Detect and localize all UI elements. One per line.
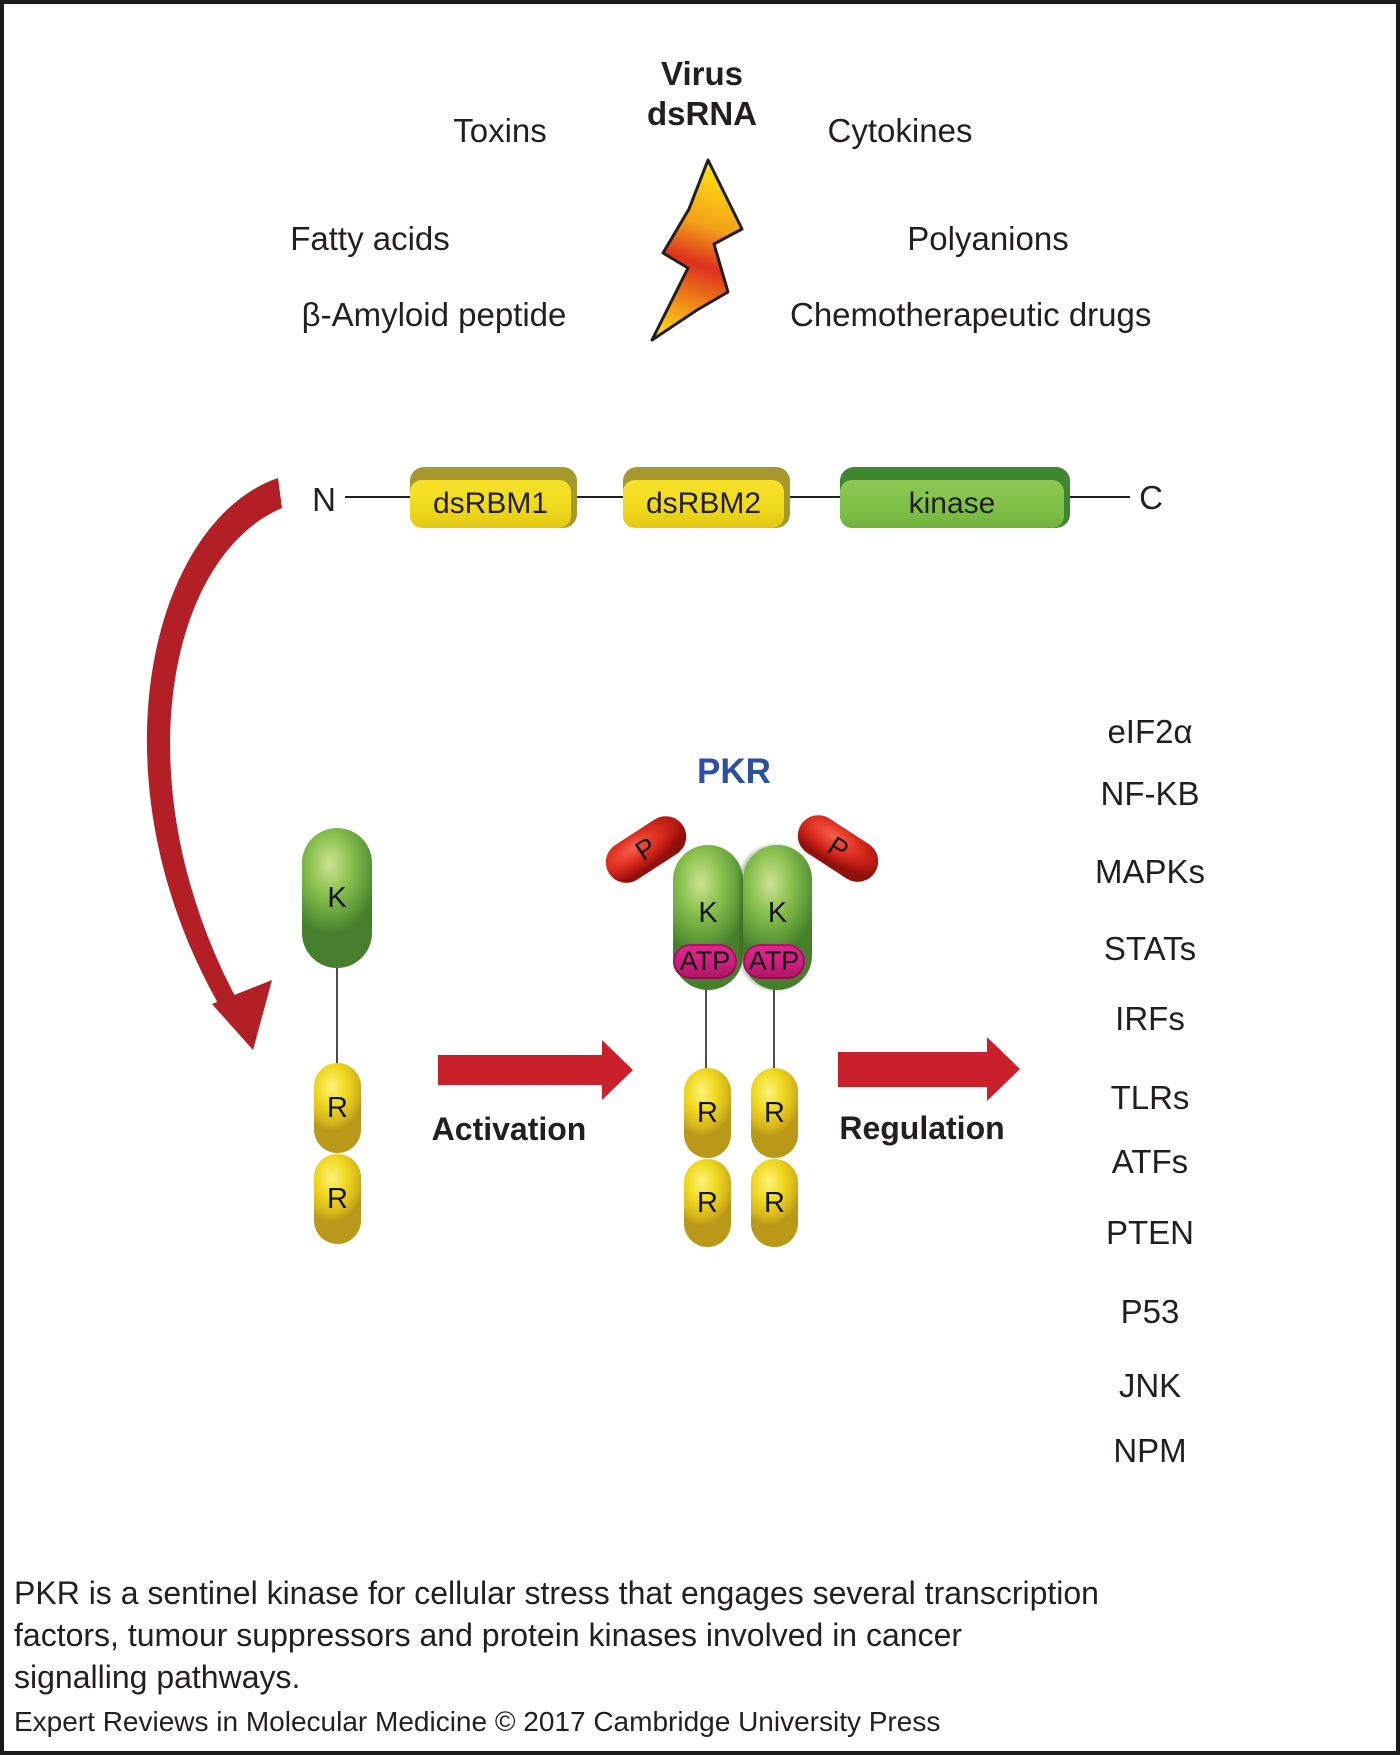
stimulus-toxins: Toxins [453,112,547,149]
target-jnk: JNK [1118,1367,1182,1404]
domain-dsrbm2-label: dsRBM2 [623,480,784,528]
target-npm: NPM [1113,1432,1187,1469]
domain-dsrbm2: dsRBM2 [623,467,790,528]
monomer-rbd2-capsule: R [314,1154,361,1244]
dimer-rbd2-label: R [764,1096,785,1129]
target-p53: P53 [1120,1293,1180,1330]
phospho-right-label: P [822,830,854,866]
stimulus-chemo-drugs: Chemotherapeutic drugs [790,296,1152,333]
stimulus-beta-amyloid: β-Amyloid peptide [301,296,567,333]
target-mapks: MAPKs [1094,853,1206,890]
dimer-rbd-capsule-2: R [751,1068,798,1158]
monomer-kinase-capsule: K [302,828,372,968]
stimulus-fatty-acids: Fatty acids [290,220,450,257]
target-stats: STATs [1103,930,1197,967]
dimer-kinase-left-label: K [698,897,718,929]
c-terminus-label: C [1139,479,1163,516]
stimulus-heading-virus: Virus [661,55,743,92]
atp-pill-left: ATP [673,944,737,979]
target-pten: PTEN [1105,1214,1194,1251]
caption-line-2: factors, tumour suppressors and protein … [14,1617,963,1653]
target-atfs: ATFs [1111,1143,1189,1180]
stimulus-polyanions: Polyanions [907,220,1069,257]
regulation-label: Regulation [839,1110,1005,1146]
caption-line-3: signalling pathways. [14,1659,301,1695]
monomer-rbd1-capsule: R [314,1063,361,1153]
dimer-rbd-capsule-1: R [684,1068,731,1158]
monomer-rbd1-label: R [327,1091,348,1124]
monomer-kinase-label: K [327,881,347,914]
lightning-bolt-icon [650,158,744,342]
activation-arrow [438,1040,633,1100]
dimer-rbd1-label: R [697,1096,718,1129]
stimulus-cytokines: Cytokines [827,112,973,149]
domain-kinase: kinase [840,467,1070,528]
dimer-rbd-capsule-4: R [751,1159,798,1247]
target-nfkb: NF-KB [1100,775,1200,812]
curved-arrow-head [212,980,272,1050]
n-terminus-label: N [312,481,336,518]
dimer-rbd4-label: R [764,1186,785,1219]
curved-arrow-body [146,478,282,1010]
domain-kinase-label: kinase [840,480,1064,528]
atp-right-label: ATP [748,946,800,976]
activation-label: Activation [431,1111,587,1147]
regulation-arrow [838,1037,1020,1101]
stimulus-heading-dsrna: dsRNA [646,95,757,132]
atp-pill-right: ATP [743,944,805,979]
target-eif2a: eIF2α [1107,713,1193,750]
dimer-kinase-right-label: K [767,897,788,929]
dimer-rbd-capsule-3: R [684,1159,731,1247]
target-tlrs: TLRs [1110,1079,1190,1116]
dimer-rbd3-label: R [697,1186,718,1219]
domain-dsrbm1-label: dsRBM1 [410,480,571,528]
target-irfs: IRFs [1115,1000,1185,1037]
monomer-rbd2-label: R [327,1182,348,1215]
pkr-title: PKR [697,752,771,791]
caption-line-1: PKR is a sentinel kinase for cellular st… [14,1575,1099,1611]
credit-line: Expert Reviews in Molecular Medicine © 2… [14,1706,941,1737]
phospho-left-label: P [629,831,662,867]
domain-dsrbm1: dsRBM1 [410,467,577,528]
atp-left-label: ATP [679,946,731,976]
